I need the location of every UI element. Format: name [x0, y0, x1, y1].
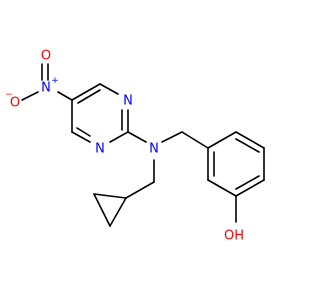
bond-ch2-ph1 [181, 131, 209, 149]
bond-nn-c5 [57, 91, 73, 101]
atom-nitro-n: N [41, 81, 51, 96]
molecule-canvas: O − N + O N N N OH [5, 49, 265, 244]
atom-nitro-n-charge: + [51, 76, 59, 86]
bond-o1-nn [21, 91, 39, 101]
atom-nitro-o1-charge: − [5, 90, 13, 100]
atom-amine-n: N [149, 142, 159, 157]
bond-c5-c4 [71, 83, 101, 101]
bond-n1-c6 [71, 131, 91, 143]
bond-n1-c6-double [76, 127, 91, 137]
atom-ring-n1: N [95, 142, 105, 157]
atom-ring-n3: N [123, 94, 133, 109]
bond-amine-ch2 [161, 131, 183, 143]
bond-c4-n3 [99, 83, 119, 95]
atom-labels: O − N + O N N N OH [5, 49, 244, 244]
bond-ch2b-cp [125, 181, 155, 199]
atom-nitro-o1: O [10, 96, 20, 111]
atom-hydroxyl: OH [224, 229, 244, 244]
bond-cp2-cp3 [93, 193, 111, 227]
bond-ph1-ph2 [207, 131, 237, 149]
bond-c5-c4-double [77, 89, 101, 104]
bond-ph2-ph3-double [235, 138, 260, 153]
structure-drawing: O − N + O N N N OH [5, 49, 265, 244]
bond-ph4-ph5 [235, 179, 265, 197]
bond-c2-amine [127, 131, 147, 143]
atom-nitro-o2: O [41, 49, 51, 64]
bonds [21, 63, 265, 227]
bond-c2-n1 [109, 131, 129, 143]
bond-cp1-cp2 [93, 193, 127, 199]
bond-ph2-ph3 [235, 131, 265, 149]
bond-ph4-ph5-double [235, 175, 260, 190]
bond-cp3-cp1 [109, 197, 127, 227]
bond-ph5-ph6 [207, 179, 237, 197]
